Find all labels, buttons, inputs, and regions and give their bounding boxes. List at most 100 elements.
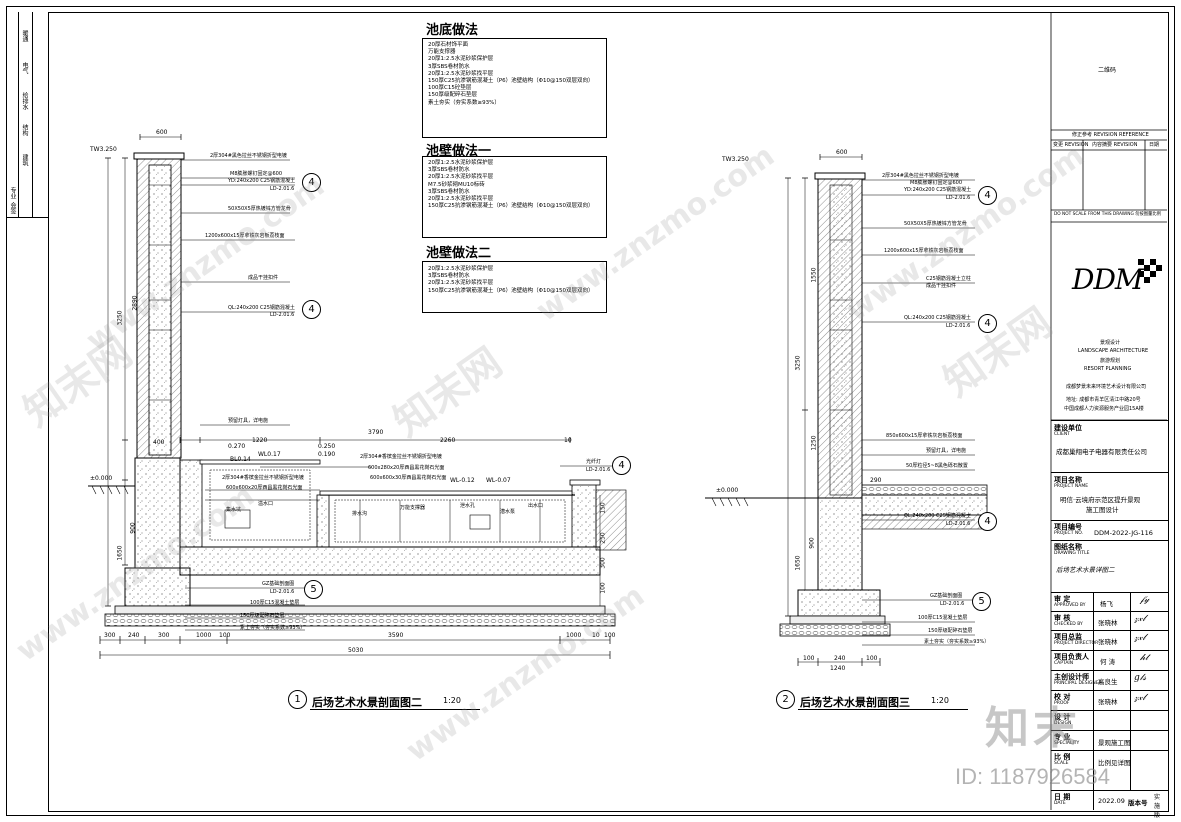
captain-label: 项目负责人 (1054, 653, 1089, 661)
section-1-geometry (88, 134, 627, 659)
company-name: 成都梦景未来环境艺术设计有限公司 (1066, 384, 1147, 390)
s1-lower-wall (134, 457, 181, 569)
s1-dim-vertical: 900 (129, 522, 137, 534)
firm-line: RESORT PLANNING (1084, 366, 1132, 372)
note-box-wall-1: 20厚1:2.5水泥砂浆保护层 3厚SBS卷材防水 20厚1:2.5水泥砂浆找平… (422, 156, 607, 238)
design-label-en: DESIGN (1054, 721, 1072, 726)
s1-label-outlet: 出水口 (528, 503, 544, 509)
s1-label-drain: 泄水孔 (460, 503, 476, 509)
firm-line: LANDSCAPE ARCHITECTURE (1078, 348, 1149, 354)
s1-level: 0.190 (318, 451, 336, 458)
s1-label-ld4: LD-2.01.6 (270, 589, 295, 595)
stamp-label: 会签 (9, 202, 16, 214)
s1-label-c15: 100厚C15混凝土垫层 (250, 600, 300, 606)
s1-label-ld2: LD-2.01.6 (270, 312, 295, 318)
s1-label-stone3: 600x600x30厚西昌黑花岗石光面 (370, 475, 447, 481)
s1-label-steel2: 2厚304#香槟金拉丝不锈钢折型电镀 (222, 475, 304, 481)
section-scale: 1:20 (443, 696, 461, 705)
s1-dim-vertical: 3250 (116, 310, 124, 326)
outer-frame (6, 6, 1175, 816)
checked-label-en: CHECKED BY (1054, 622, 1083, 627)
s1-label-overflow: 溢水口 (258, 501, 274, 507)
revision-title: 修正参考 REVISION REFERENCE (1072, 132, 1149, 138)
s1-label-bolt: M8膨胀螺钉固定@600 (230, 171, 283, 177)
inner-frame (48, 12, 1169, 812)
note-line: 20厚1:2.5水泥砂浆找平层 (428, 70, 494, 77)
design-label: 设 计 (1054, 713, 1071, 721)
s1-dim: 1000 (196, 632, 212, 639)
speciality-label: 专 业 (1054, 733, 1071, 741)
s2-dim-vertical: 1550 (810, 267, 818, 283)
s2-label-cap: 2厚304#黑色拉丝不锈钢折型电镀 (882, 173, 959, 179)
s1-label-hanger: 成品干挂扣件 (248, 275, 279, 281)
s2-detail-marker: 4 (978, 314, 997, 333)
section-title: 后场艺术水景剖面图三 (800, 696, 910, 709)
s1-label-tray: 万能支撑器 (400, 505, 426, 511)
qr-code-placeholder: 二维码 (1098, 67, 1117, 74)
stamp-column: 暖通 电气 给排水 结构 建筑 专业 会签 (6, 12, 49, 222)
s1-tw-level: TW3.250 (90, 146, 117, 153)
s1-dim: 400 (153, 439, 165, 446)
note-line: 150厚级配碎石垫层 (428, 92, 477, 99)
signature-image: 𝒽𝓉 (1140, 653, 1149, 663)
approved-label-en: APPROVED BY (1054, 603, 1086, 608)
s2-label-ld4: LD-2.01.6 (940, 601, 965, 607)
client-label-en: CLIENT (1054, 432, 1070, 437)
s2-label-col: C25钢筋混凝土立柱 (926, 276, 971, 282)
pd-name: 张晓林 (1098, 638, 1118, 646)
project-name: 施工图设计 (1086, 506, 1119, 514)
s1-dim-vertical: 1650 (116, 545, 124, 561)
stamp-label: 给排水 (21, 92, 28, 110)
s2-gravel (779, 623, 891, 637)
s2-ground-level: ±0.000 (716, 487, 739, 494)
pd-label-en: PROJECT DIRECTOR (1054, 641, 1099, 646)
version-value: 实施版 (1154, 794, 1161, 819)
signature-image: 𝓏𝓍𝓁 (1134, 614, 1146, 624)
s2-label-hanger: 成品干挂扣件 (926, 283, 957, 289)
note-line: 3厚SBS卷材防水 (428, 167, 470, 174)
s1-dim: 10 (592, 632, 600, 639)
s1-dim-vertical: 150 (599, 502, 607, 514)
project-name: 明信·云境府示范区提升景观 (1060, 496, 1141, 504)
note-line: 3厚SBS卷材防水 (428, 273, 470, 280)
principal-label: 主创设计师 (1054, 673, 1089, 681)
revision-col: 日期 (1149, 142, 1160, 148)
scale-label-en: SCALE (1054, 761, 1069, 766)
s1-dim: 300 (104, 632, 116, 639)
s1-level: WL-0.07 (486, 477, 511, 484)
revision-col: 变更 REVISION (1053, 142, 1089, 148)
company-address: 中国成都人力资源服务产业园15A楼 (1064, 406, 1144, 412)
note-line: 20厚石材饰平面 (428, 42, 468, 48)
s2-detail-marker: 5 (972, 592, 991, 611)
signature-image: 𝓏𝓍𝓁 (1134, 633, 1146, 643)
s2-dim: 100 (803, 655, 815, 662)
project-no-label: 项目编号 (1054, 523, 1082, 531)
s1-label-gutter: 排水沟 (352, 511, 368, 517)
s1-level: 0.270 (228, 443, 246, 450)
section-number-marker: 2 (776, 690, 795, 709)
s1-footing (124, 567, 191, 607)
s1-label-soil: 素土夯实（夯实系数≥93%） (240, 625, 306, 631)
note-line: 万能支撑器 (428, 49, 456, 56)
stamp-label: 建筑 (21, 154, 28, 166)
approved-label: 审 定 (1054, 595, 1071, 603)
s2-dim: 100 (866, 655, 878, 662)
section-2-geometry (705, 154, 988, 666)
s2-dim: 600 (836, 149, 848, 156)
s1-label-gz: GZ基础剖面图 (262, 581, 295, 587)
s1-detail-marker: 5 (304, 580, 323, 599)
scale-note: DO NOT SCALE FROM THIS DRAWING 勿按图量比例 (1054, 212, 1161, 217)
note-title-pool-bottom: 池底做法 (426, 23, 479, 38)
s1-label-light: 预留灯具，详电施 (228, 418, 269, 424)
s1-label-yd: YD:240x200 C25钢筋混凝土 (228, 178, 296, 184)
s2-label-ld3: LD-2.01.6 (946, 521, 971, 527)
s1-dim: 600 (156, 129, 168, 136)
stamp-label: 专业 (9, 187, 16, 199)
section-title: 后场艺术水景剖面图二 (312, 696, 422, 709)
proof-label-en: PROOF (1054, 701, 1070, 706)
s1-dim-vertical: 2890 (131, 295, 139, 311)
note-line: 20厚1:2.5水泥砂浆保护层 (428, 266, 494, 272)
s1-label-granite: 600x280x20厚西昌黑花岗石光面 (368, 465, 445, 471)
watermark-brand: 知末 (985, 703, 1081, 754)
